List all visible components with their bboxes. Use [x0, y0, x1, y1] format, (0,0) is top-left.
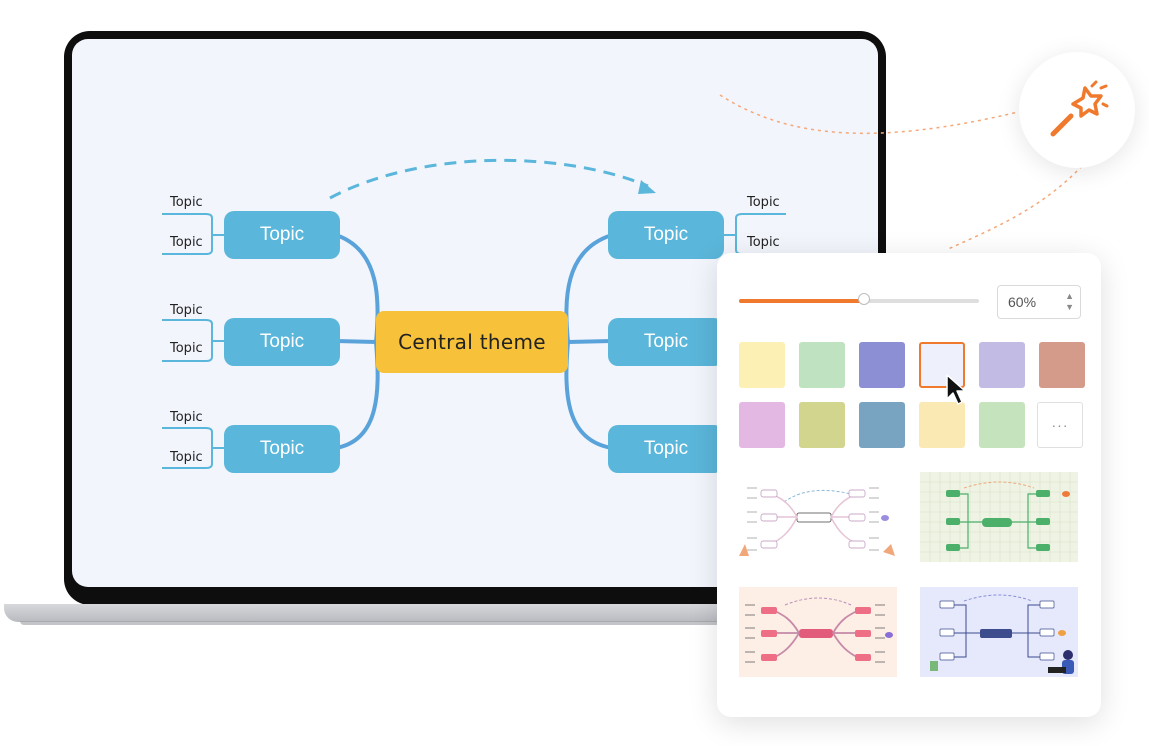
- color-swatch[interactable]: [979, 402, 1025, 448]
- color-swatch[interactable]: [919, 402, 965, 448]
- slider-fill: [739, 299, 864, 303]
- magic-wand-icon: [1050, 80, 1109, 137]
- dashed-arc-arrowhead: [638, 180, 656, 194]
- subtopic-label[interactable]: Topic: [170, 195, 203, 210]
- topic-node-right-bottom[interactable]: Topic: [608, 425, 724, 473]
- slider-thumb[interactable]: [857, 293, 870, 305]
- opacity-slider[interactable]: [739, 293, 979, 305]
- topic-node-right-top[interactable]: Topic: [608, 211, 724, 259]
- color-swatch[interactable]: [1039, 342, 1085, 388]
- theme-thumbnail-4[interactable]: [920, 587, 1078, 677]
- color-swatch[interactable]: [919, 342, 965, 388]
- branch-left-mid: [335, 339, 377, 344]
- central-theme-node[interactable]: Central theme: [376, 311, 568, 373]
- theme-thumbnail-3[interactable]: [739, 587, 897, 677]
- branch-left-bottom: [335, 341, 380, 450]
- subtopic-label[interactable]: Topic: [747, 235, 780, 250]
- chevron-down-icon[interactable]: ▼: [1065, 302, 1074, 312]
- topic-node-right-mid[interactable]: Topic: [608, 318, 724, 366]
- color-swatch[interactable]: [979, 342, 1025, 388]
- subtopic-label[interactable]: Topic: [170, 235, 203, 250]
- subtopic-label[interactable]: Topic: [170, 410, 203, 425]
- branch-right-bottom: [564, 341, 613, 450]
- color-swatch[interactable]: [859, 402, 905, 448]
- laptop-base-shadow: [20, 621, 720, 625]
- topic-node-left-mid[interactable]: Topic: [224, 318, 340, 366]
- theme-thumbnail-1[interactable]: [739, 472, 897, 562]
- color-swatch[interactable]: [859, 342, 905, 388]
- topic-node-left-bottom[interactable]: Topic: [224, 425, 340, 473]
- topic-node-left-top[interactable]: Topic: [224, 211, 340, 259]
- subtopic-label[interactable]: Topic: [747, 195, 780, 210]
- magic-wand-badge[interactable]: [1019, 52, 1135, 168]
- dotted-trail-bottom: [945, 165, 1083, 251]
- zoom-stepper[interactable]: 60% ▲ ▼: [997, 285, 1081, 319]
- theme-thumbnail-2[interactable]: [920, 472, 1078, 562]
- cursor-arrow-icon: [946, 374, 966, 405]
- more-colors-button[interactable]: ···: [1037, 402, 1083, 448]
- branch-left-top: [335, 233, 380, 343]
- theme-panel: 60% ▲ ▼ ···: [717, 253, 1101, 717]
- color-swatch[interactable]: [739, 402, 785, 448]
- zoom-value[interactable]: 60%: [1008, 294, 1037, 310]
- laptop-base: [4, 604, 740, 622]
- branch-right-top: [564, 233, 613, 343]
- branch-right-mid: [567, 339, 613, 344]
- subtopic-label[interactable]: Topic: [170, 303, 203, 318]
- dotted-trail-top: [719, 94, 1019, 135]
- color-swatch[interactable]: [739, 342, 785, 388]
- dashed-arc: [329, 158, 649, 200]
- color-swatch[interactable]: [799, 402, 845, 448]
- subtopic-label[interactable]: Topic: [170, 341, 203, 356]
- chevron-up-icon[interactable]: ▲: [1065, 291, 1074, 301]
- color-swatch[interactable]: [799, 342, 845, 388]
- subtopic-label[interactable]: Topic: [170, 450, 203, 465]
